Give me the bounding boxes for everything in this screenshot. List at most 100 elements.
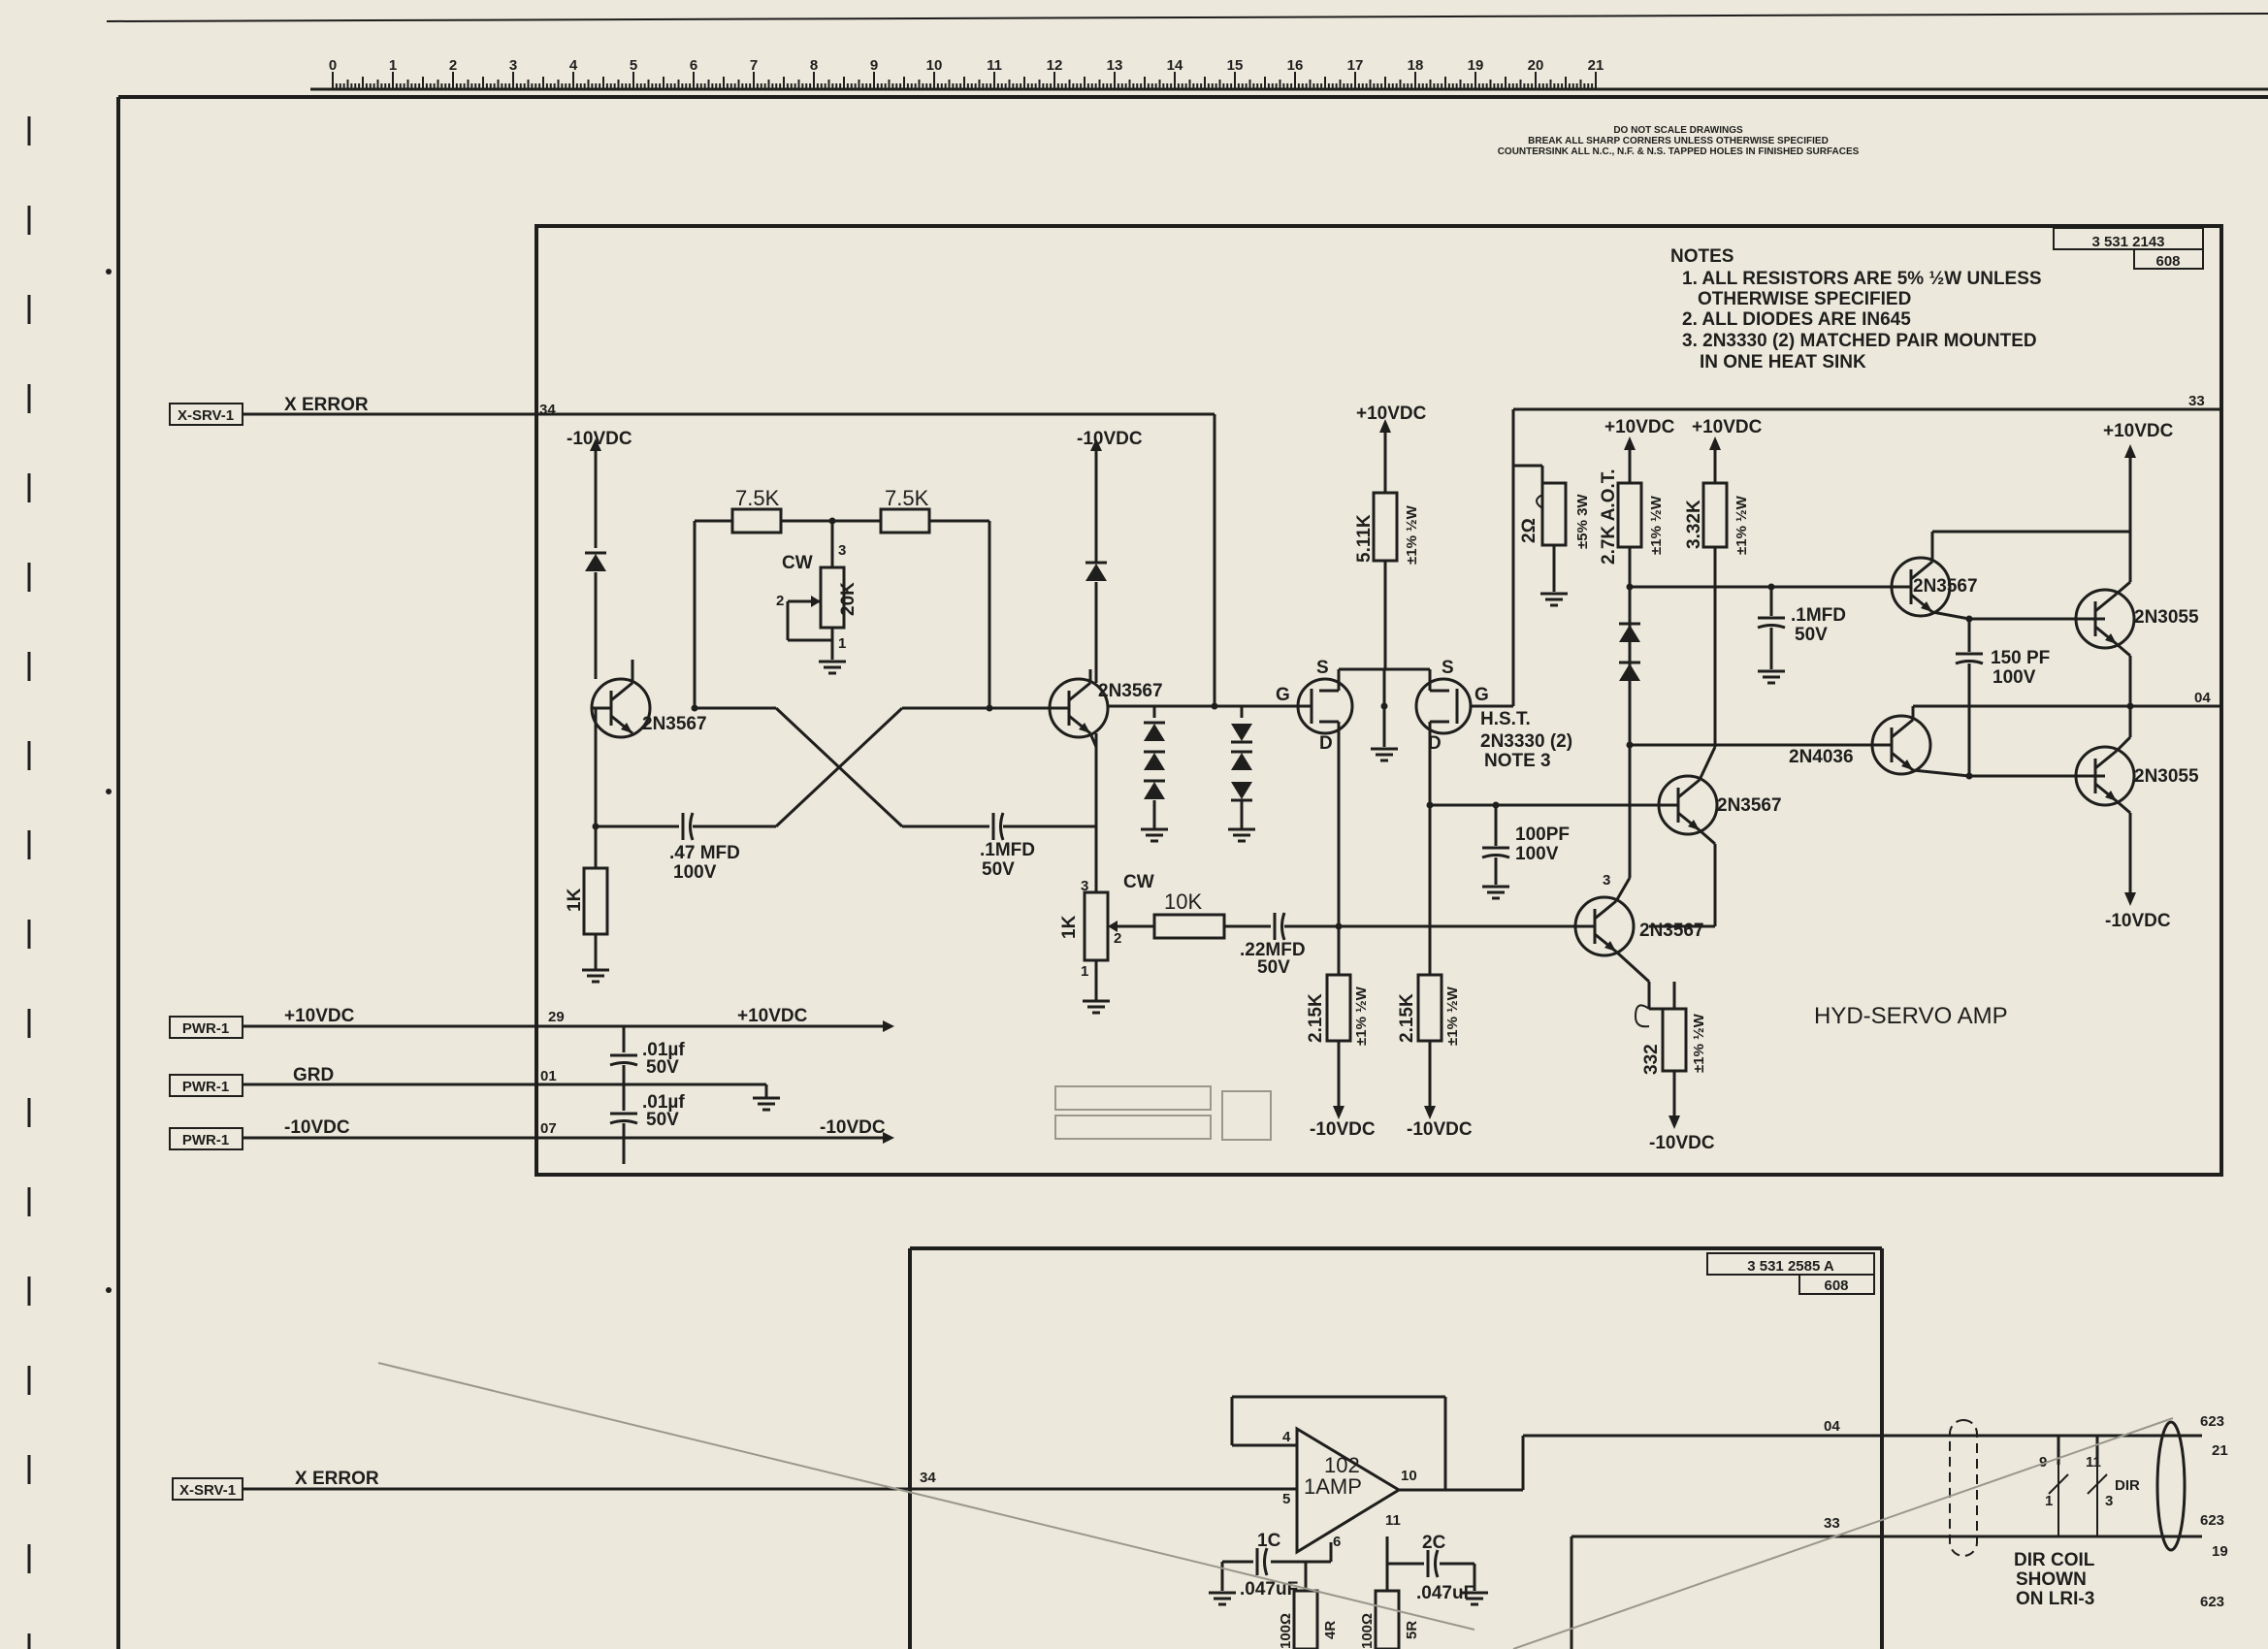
resistor-5r-value: 100Ω	[1359, 1613, 1376, 1649]
resistor-332k-label: 3.32K	[1684, 500, 1704, 549]
pin-33: 33	[2188, 393, 2205, 409]
resistor-2ohm	[1540, 481, 1568, 547]
ruler-note-3: COUNTERSINK ALL N.C., N.F. & N.S. TAPPED…	[1498, 146, 1860, 157]
bottom-signal-x-error: X ERROR	[295, 1469, 379, 1489]
coil-pin-9: 9	[2039, 1454, 2047, 1471]
r-75k-b: 7.5K	[885, 486, 929, 510]
resistor-4r-value: 100Ω	[1278, 1613, 1294, 1649]
cap-1c-value: .047uF	[1240, 1579, 1298, 1600]
resistor-4r	[1292, 1589, 1319, 1649]
coil-note-3: ON LRI-3	[2016, 1589, 2094, 1609]
bottom-connector-label: X-SRV-1	[179, 1482, 236, 1499]
lri-21: 21	[2212, 1442, 2228, 1459]
ruler-number: 10	[926, 57, 943, 74]
ruler-number: 18	[1408, 57, 1424, 74]
resistor-215k-b-label: 2.15K	[1397, 993, 1417, 1043]
q6-label: 2N4036	[1789, 747, 1854, 767]
connector-pwr-1-c-label: PWR-1	[182, 1132, 229, 1148]
bottom-pin-34: 34	[920, 1470, 936, 1486]
coil-dir: DIR	[2115, 1477, 2140, 1494]
top-sheet-number: 608	[2155, 253, 2180, 270]
resistor-215k-a	[1325, 973, 1352, 1043]
pot-1k-label: 1K	[1059, 915, 1080, 939]
signal-x-error: X ERROR	[284, 395, 369, 415]
resistor-27k-tol: ±1% ½W	[1648, 495, 1665, 555]
resistor-27k-label: 2.7K A.O.T.	[1599, 469, 1619, 565]
q2-label: 2N3567	[1098, 681, 1163, 701]
fet-note: NOTE 3	[1484, 751, 1551, 771]
margin-marks	[27, 116, 112, 1649]
top-title-block	[2053, 227, 2204, 250]
coil-pin-11: 11	[2086, 1454, 2101, 1471]
ruler-number: 5	[630, 57, 637, 74]
fet-s-left: S	[1316, 658, 1329, 678]
resistor-2ohm-tol: ±5% 3W	[1574, 494, 1591, 549]
resistor-5r-name: 5R	[1404, 1621, 1420, 1639]
transistor-q6	[1870, 714, 1932, 776]
pin-29: 29	[548, 1009, 565, 1025]
rail-plus10-out: +10VDC	[2103, 421, 2174, 441]
amp-pin-11: 11	[1385, 1512, 1401, 1529]
cap-47mfd: .47 MFD	[669, 843, 740, 863]
lri-623-c: 623	[2200, 1594, 2224, 1610]
pot-1k-pin1: 1	[1081, 963, 1088, 980]
amp-line2: 1AMP	[1304, 1474, 1362, 1499]
cap-22mfd: .22MFD	[1240, 940, 1306, 960]
ruler-number: 4	[569, 57, 578, 74]
resistor-2ohm-label: 2Ω	[1519, 518, 1539, 543]
bottom-pin-04: 04	[1824, 1418, 1840, 1435]
rail-minus10-332: -10VDC	[1649, 1133, 1715, 1153]
resistor-332k	[1701, 481, 1729, 549]
schematic-title: HYD-SERVO AMP	[1814, 1003, 2008, 1029]
ruler-ticks	[332, 72, 1597, 89]
ruler-number: 11	[987, 57, 1002, 74]
ruler-number: 13	[1107, 57, 1123, 74]
resistor-10k	[1152, 913, 1226, 940]
top-schematic-frame	[535, 224, 2223, 1177]
rail-plus10-27k: +10VDC	[1604, 417, 1675, 437]
connector-x-srv-1-label: X-SRV-1	[178, 407, 234, 424]
resistor-511k-label: 5.11K	[1354, 514, 1375, 563]
fet-s-right: S	[1442, 658, 1454, 678]
resistor-215k-a-label: 2.15K	[1306, 993, 1326, 1043]
amp-pin-4: 4	[1282, 1429, 1291, 1445]
bottom-drawing-number: 3 531 2585 A	[1747, 1258, 1834, 1275]
amp-pin-5: 5	[1282, 1491, 1290, 1507]
pot-20k-pin3: 3	[838, 542, 846, 559]
pot-1k-pin2: 2	[1114, 930, 1121, 947]
ruler-number: 9	[870, 57, 878, 74]
ruler-number: 12	[1047, 57, 1063, 74]
cap-1c: 1C	[1257, 1531, 1281, 1551]
signal-minus10: -10VDC	[284, 1117, 350, 1138]
ruler-note-2: BREAK ALL SHARP CORNERS UNLESS OTHERWISE…	[1528, 136, 1829, 146]
lri-623-a: 623	[2200, 1413, 2224, 1430]
cap-150pf: 150 PF	[1991, 648, 2050, 668]
q4-pin: 3	[1603, 872, 1610, 889]
amp-pin-10: 10	[1401, 1468, 1417, 1484]
bottom-title-block	[1706, 1252, 1875, 1276]
connector-pwr-1-a-label: PWR-1	[182, 1020, 229, 1037]
cap-22mfd-voltage: 50V	[1257, 957, 1290, 978]
bottom-schematic: 3 531 2585 A 608 X-SRV-1 X ERROR 34 102 …	[172, 1246, 2228, 1649]
q3-label: 2N3567	[1717, 795, 1782, 816]
cap-1mfd-b-voltage: 50V	[1795, 625, 1828, 645]
cap-2c-value: .047uF	[1416, 1583, 1474, 1603]
resistor-1k	[582, 866, 609, 936]
ruler-number: 16	[1287, 57, 1304, 74]
resistor-215k-b-tol: ±1% ½W	[1444, 986, 1461, 1046]
pot-1k-cw: CW	[1123, 872, 1154, 892]
cap-47mfd-voltage: 100V	[673, 862, 717, 883]
transistor-q3	[1657, 774, 1719, 836]
coil-pin-3: 3	[2105, 1493, 2113, 1509]
cap-01b-value: .01µf	[642, 1092, 685, 1113]
resistor-332-label: 332	[1641, 1044, 1662, 1075]
pot-20k-pin1: 1	[838, 635, 846, 652]
cap-1mfd-a: .1MFD	[980, 840, 1035, 860]
note-2: 2. ALL DIODES ARE IN645	[1682, 309, 1911, 330]
rail-plus10-332k: +10VDC	[1692, 417, 1763, 437]
fet-g-left: G	[1276, 685, 1290, 705]
pot-20k-pin2: 2	[776, 593, 784, 609]
resistor-332-tol: ±1% ½W	[1691, 1013, 1707, 1073]
